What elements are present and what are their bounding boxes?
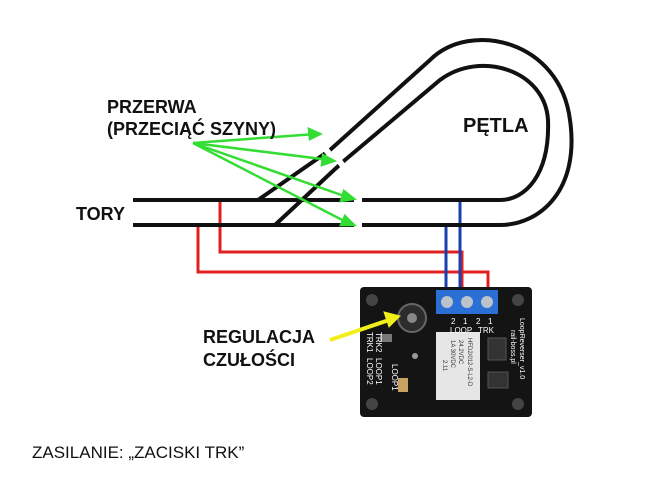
sensitivity-arrow xyxy=(329,311,401,342)
sensitivity-label: REGULACJA CZUŁOŚCI xyxy=(203,326,315,372)
controller-board xyxy=(360,287,532,417)
silk-trk2: TRK2 xyxy=(374,332,383,353)
sensitivity-label-line1: REGULACJA xyxy=(203,327,316,347)
brand-name: rail-boss.pl xyxy=(509,330,516,364)
terminal-label-3: 2 xyxy=(476,317,481,326)
terminal-label-4: 1 xyxy=(488,317,493,326)
terminal-label-1: 2 xyxy=(451,317,456,326)
red-wire-top-rail xyxy=(218,199,464,290)
blue-wires xyxy=(444,201,462,290)
relay xyxy=(436,332,480,400)
silk-loop1b: LOOP1 xyxy=(390,364,399,391)
relay-model: HFD2/012-S-L2-D xyxy=(466,338,472,387)
relay-text: HFD2/012-S-L2-D 24.2VDC 1A 30VDC 2.11 xyxy=(441,338,472,387)
silk-loop1: LOOP1 xyxy=(374,358,383,385)
gap-label-line1: PRZERWA xyxy=(107,97,197,117)
gap-label: PRZERWA (PRZECIĄĆ SZYNY) xyxy=(107,96,276,140)
terminal-group-loop: LOOP xyxy=(450,326,472,335)
silk-trk1: TRK1 xyxy=(365,332,374,353)
power-label: ZASILANIE: „ZACISKI TRK” xyxy=(32,443,245,462)
gap-outer xyxy=(319,143,335,159)
relay-code: 2.11 xyxy=(441,360,447,372)
gap-inner xyxy=(334,156,349,172)
terminal-group-trk: TRK xyxy=(478,326,495,335)
rail-gaps xyxy=(319,143,349,172)
relay-rating: 1A 30VDC xyxy=(449,340,455,369)
board-silkscreen: 2 1 2 1 LOOP TRK LoopReverser_v1.0 rail-… xyxy=(365,317,525,391)
loop-outer-rail xyxy=(256,38,574,227)
red-wire-bottom-rail xyxy=(196,224,490,290)
sensitivity-label-line2: CZUŁOŚCI xyxy=(203,350,295,370)
gap-label-line2: (PRZECIĄĆ SZYNY) xyxy=(107,119,277,139)
track-rails xyxy=(133,38,574,227)
relay-coil: 24.2VDC xyxy=(457,340,463,365)
silk-loop2: LOOP2 xyxy=(365,358,374,385)
tracks-label: TORY xyxy=(76,204,126,224)
loop-inner-rail xyxy=(273,63,551,227)
loop-label: PĘTLA xyxy=(463,115,529,137)
gap-arrows xyxy=(192,126,358,227)
terminal-label-2: 1 xyxy=(463,317,468,326)
product-id: LoopReverser_v1.0 xyxy=(518,318,525,379)
